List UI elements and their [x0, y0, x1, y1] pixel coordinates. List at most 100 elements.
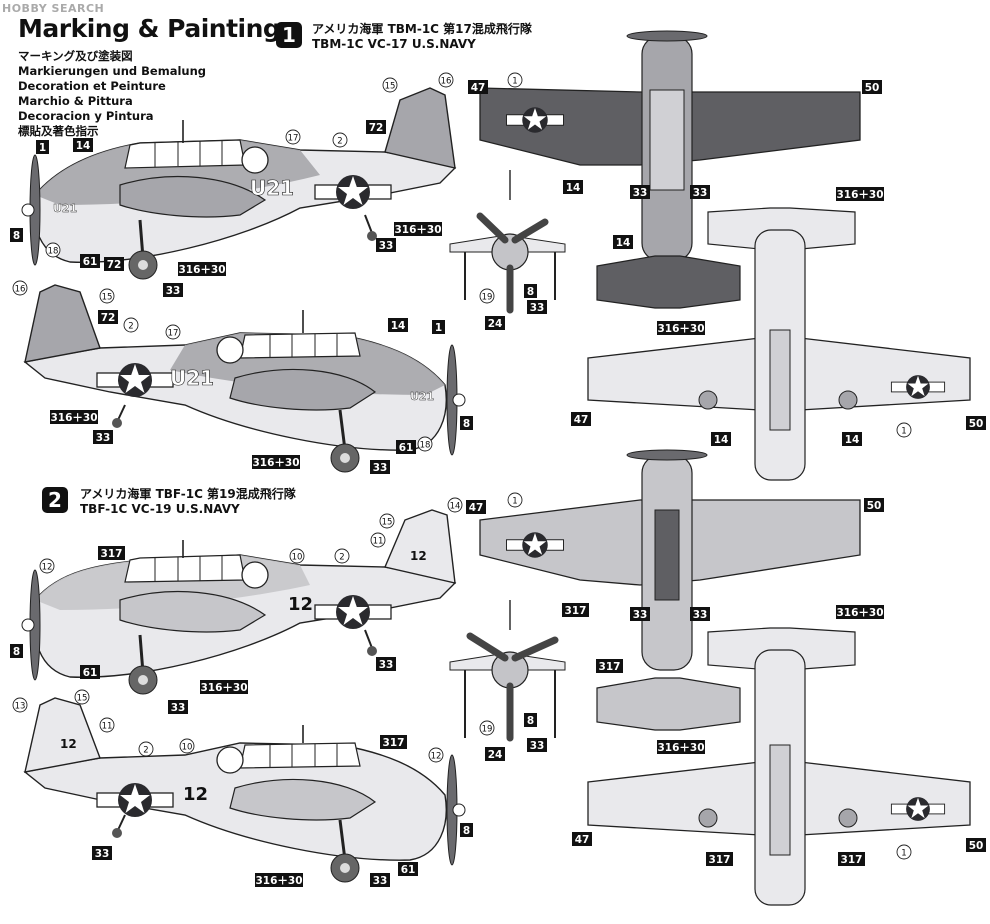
callout-box-c8: 8 — [460, 823, 473, 837]
scheme-2-en: TBF-1C VC-19 U.S.NAVY — [80, 502, 240, 516]
callout-box-c47: 47 — [571, 412, 591, 426]
callout-box-c14: 14 — [613, 235, 633, 249]
svg-text:33: 33 — [379, 240, 394, 252]
scheme-2-badge: 2 — [42, 487, 68, 513]
callout-circle-c19: 19 — [479, 288, 495, 304]
svg-text:316＋30: 316＋30 — [657, 323, 704, 335]
callout-box-c316_30: 316＋30 — [394, 222, 442, 236]
svg-text:14: 14 — [566, 182, 581, 194]
subtitle-fr: Decoration et Peinture — [18, 79, 166, 93]
callout-circle-c2: 2 — [138, 741, 154, 757]
svg-text:317: 317 — [709, 854, 731, 866]
svg-text:24: 24 — [488, 318, 503, 330]
scheme-1-right-profile: U21 U21 — [23, 284, 466, 473]
svg-text:18: 18 — [48, 247, 59, 257]
callout-box-c33: 33 — [376, 657, 396, 671]
callout-circle-c1: 1 — [507, 492, 523, 508]
callout-circle-c16: 16 — [438, 72, 454, 88]
callout-box-c14: 14 — [842, 432, 862, 446]
callout-box-c61: 61 — [396, 440, 416, 454]
scheme-1-en: TBM-1C VC-17 U.S.NAVY — [312, 37, 476, 51]
svg-text:50: 50 — [969, 418, 984, 430]
callout-box-c47: 47 — [572, 832, 592, 846]
svg-text:1: 1 — [512, 497, 517, 507]
svg-text:18: 18 — [420, 441, 431, 451]
callout-box-c33: 33 — [92, 846, 112, 860]
callout-box-c316_30: 316＋30 — [657, 740, 705, 754]
svg-text:72: 72 — [101, 312, 116, 324]
svg-text:316＋30: 316＋30 — [200, 682, 247, 694]
callout-circle-c10: 10 — [289, 548, 305, 564]
svg-text:19: 19 — [482, 725, 493, 735]
scheme-1-bottom-view — [587, 207, 971, 481]
watermark: HOBBY SEARCH — [2, 2, 105, 15]
svg-text:61: 61 — [401, 864, 416, 876]
svg-text:33: 33 — [530, 740, 545, 752]
callout-circle-c10: 10 — [179, 738, 195, 754]
svg-text:11: 11 — [373, 537, 384, 547]
svg-text:33: 33 — [693, 187, 708, 199]
svg-text:8: 8 — [13, 230, 20, 242]
callout-box-c50: 50 — [862, 80, 882, 94]
callout-box-c316_30: 316＋30 — [252, 455, 300, 469]
callout-box-c14: 14 — [563, 180, 583, 194]
callout-box-c317: 317 — [596, 659, 623, 673]
callout-box-c317: 317 — [706, 852, 733, 866]
svg-text:33: 33 — [166, 285, 181, 297]
callout-box-c50: 50 — [966, 416, 986, 430]
callout-box-c33: 33 — [527, 738, 547, 752]
svg-text:316＋30: 316＋30 — [252, 457, 299, 469]
svg-text:15: 15 — [382, 518, 393, 528]
callout-box-c316_30: 316＋30 — [836, 187, 884, 201]
callout-box-c50: 50 — [864, 498, 884, 512]
svg-text:1: 1 — [39, 142, 46, 154]
callout-box-c8: 8 — [524, 713, 537, 727]
callout-circle-c11: 11 — [99, 717, 115, 733]
callout-box-c316_30: 316＋30 — [178, 262, 226, 276]
page-title: Marking & Painting — [18, 14, 281, 43]
callout-box-c72: 72 — [104, 257, 124, 271]
callout-circle-c14: 14 — [447, 497, 463, 513]
svg-text:15: 15 — [102, 293, 113, 303]
svg-text:1: 1 — [512, 77, 517, 87]
callout-circle-c17: 17 — [165, 324, 181, 340]
callout-box-c61: 61 — [398, 862, 418, 876]
callout-circle-c1: 1 — [896, 844, 912, 860]
svg-text:50: 50 — [865, 82, 880, 94]
subtitle-cn: 標貼及著色指示 — [18, 124, 99, 138]
scheme-2-tail-code: 12 — [410, 549, 427, 563]
scheme-2-right-tail-code: 12 — [60, 737, 77, 751]
callout-box-c61: 61 — [80, 665, 100, 679]
svg-text:16: 16 — [15, 285, 26, 295]
callout-box-c316_30: 316＋30 — [200, 680, 248, 694]
svg-text:33: 33 — [95, 848, 110, 860]
svg-text:10: 10 — [292, 553, 303, 563]
svg-text:14: 14 — [391, 320, 406, 332]
svg-text:8: 8 — [463, 825, 470, 837]
callout-box-c316_30: 316＋30 — [657, 321, 705, 335]
svg-text:1: 1 — [901, 849, 906, 859]
scheme-2-bottom-view — [587, 627, 971, 906]
svg-text:316＋30: 316＋30 — [178, 264, 225, 276]
svg-text:47: 47 — [574, 414, 589, 426]
svg-text:10: 10 — [182, 743, 193, 753]
scheme-2-top-view — [479, 449, 861, 731]
callout-box-c317: 317 — [838, 852, 865, 866]
callout-box-c50: 50 — [966, 838, 986, 852]
svg-text:33: 33 — [373, 462, 388, 474]
scheme-2-left-profile: 12 12 — [21, 509, 457, 695]
scheme-1-top-view — [479, 30, 861, 309]
callout-box-c33: 33 — [376, 238, 396, 252]
svg-text:72: 72 — [369, 122, 384, 134]
scheme-1-left-profile: U21 U21 — [21, 87, 457, 280]
svg-text:11: 11 — [102, 722, 113, 732]
scheme-1-badge: 1 — [276, 22, 302, 48]
svg-text:33: 33 — [379, 659, 394, 671]
callout-box-c8: 8 — [10, 644, 23, 658]
callout-circle-c12: 12 — [39, 558, 55, 574]
scheme-2-jp: アメリカ海軍 TBF-1C 第19混成飛行隊 — [80, 487, 296, 501]
svg-text:50: 50 — [969, 840, 984, 852]
callout-box-c8: 8 — [460, 416, 473, 430]
svg-text:15: 15 — [77, 694, 88, 704]
callout-box-c33: 33 — [630, 185, 650, 199]
